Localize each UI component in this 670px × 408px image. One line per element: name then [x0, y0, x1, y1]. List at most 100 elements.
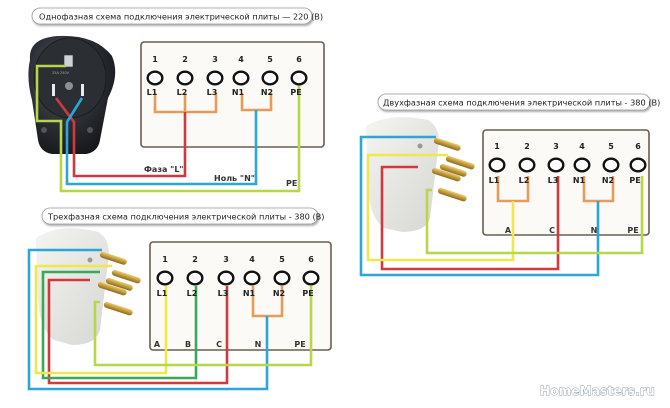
terminal-l1: 1L1: [146, 55, 164, 97]
wire-neutral: [359, 135, 600, 277]
terminal-label: N2: [261, 88, 273, 97]
terminal-block-box: [140, 41, 325, 148]
phase-label-n: N: [255, 340, 262, 349]
terminal-number: 6: [296, 55, 302, 64]
diagram-two-phase: Двухфазная схема подключения электрическ…: [359, 93, 660, 277]
plug-pin: [445, 155, 475, 170]
wire-label-phase: Фаза "L": [144, 165, 184, 174]
terminal-pe: 6PE: [290, 55, 308, 97]
terminal-n1: 4N1: [243, 255, 261, 298]
terminal-ring: [547, 157, 565, 173]
terminal-pe: 6PE: [302, 255, 320, 298]
terminal-number: 3: [212, 55, 218, 64]
terminal-number: 4: [579, 142, 585, 151]
terminal-label: L3: [207, 88, 218, 97]
terminal-label: PE: [302, 289, 313, 298]
terminal-label: N2: [273, 289, 285, 298]
title-pill: Двухфазная схема подключения электрическ…: [377, 93, 660, 111]
white-plug-image: [366, 117, 475, 232]
terminal-label: L2: [519, 176, 530, 185]
plug-pin: [97, 281, 127, 296]
terminal-ring: [186, 270, 204, 286]
terminal-number: 6: [308, 255, 314, 264]
terminals: 1L1 2L2 3L3 4N1 5N2 6PE: [488, 142, 647, 185]
terminal-n2: 5N2: [261, 55, 279, 97]
plug-pin: [433, 137, 461, 151]
terminal-ring: [488, 157, 506, 173]
terminal-l3: 3L3: [206, 55, 224, 97]
phase-label-b: B: [185, 340, 191, 349]
plug-pin: [105, 277, 133, 291]
wire-label-neutral: Ноль "N": [214, 174, 255, 183]
terminal-label: L1: [157, 289, 168, 298]
terminal-ring: [290, 70, 308, 86]
wire-neutral: [65, 97, 258, 186]
terminal-ring: [602, 157, 620, 173]
terminal-number: 4: [238, 55, 244, 64]
terminal-l1: 1L1: [488, 142, 506, 185]
diagram-three-phase: Трехфазная схема подключения электрическ…: [27, 207, 332, 391]
terminal-ring: [518, 157, 536, 173]
wires: [35, 64, 301, 193]
wires: [359, 135, 644, 277]
plug-pin: [99, 251, 127, 265]
terminal-ring: [273, 270, 291, 286]
terminal-label: N1: [573, 176, 586, 185]
terminal-number: 4: [249, 255, 255, 264]
terminal-number: 5: [608, 142, 614, 151]
plug-pin: [439, 163, 467, 177]
terminal-number: 2: [524, 142, 530, 151]
terminal-ring: [146, 70, 164, 86]
title-pill: Трехфазная схема подключения электрическ…: [41, 207, 325, 225]
terminal-ring: [217, 270, 235, 286]
diagram-title: Двухфазная схема подключения электрическ…: [383, 98, 660, 108]
phase-label-pe: PE: [294, 340, 305, 349]
diagram-title: Трехфазная схема подключения электрическ…: [47, 212, 325, 222]
terminal-ring: [573, 157, 591, 173]
terminal-ring: [302, 270, 320, 286]
terminal-l3: 3L3: [547, 142, 565, 185]
terminal-number: 3: [223, 255, 229, 264]
wire-ground: [35, 64, 301, 193]
plug-pin: [437, 187, 467, 202]
wires: [27, 248, 313, 391]
terminal-number: 1: [162, 255, 168, 264]
svg-text:25A 250V: 25A 250V: [52, 71, 70, 75]
black-socket-image: 25A 250V: [28, 35, 116, 155]
wire-phase-c: [380, 165, 560, 271]
phase-label-c: C: [216, 340, 222, 349]
terminal-ring: [243, 270, 261, 286]
terminal-label: N1: [243, 289, 256, 298]
terminal-ring: [176, 70, 194, 86]
terminal-l2: 2L2: [186, 255, 204, 298]
terminal-l3: 3L3: [217, 255, 235, 298]
plug-pin: [431, 167, 461, 182]
wire-ground: [93, 286, 313, 367]
terminal-number: 3: [553, 142, 559, 151]
terminal-ring: [206, 70, 224, 86]
terminal-l2: 2L2: [518, 142, 536, 185]
terminal-ring: [232, 70, 250, 86]
terminal-number: 2: [182, 55, 188, 64]
white-plug-image: [36, 228, 141, 345]
terminal-number: 2: [192, 255, 198, 264]
terminal-label: L2: [187, 289, 198, 298]
terminal-label: PE: [290, 88, 301, 97]
terminal-number: 5: [267, 55, 273, 64]
watermark-logo: HomeMasters.ru: [540, 384, 655, 398]
phase-label-pe: PE: [627, 226, 638, 235]
terminal-label: L3: [218, 289, 229, 298]
wire-phase-a: [34, 264, 168, 375]
terminal-pe: 6PE: [629, 142, 647, 185]
terminal-label: N2: [602, 176, 614, 185]
terminal-label: L1: [489, 176, 500, 185]
terminal-label: PE: [629, 176, 640, 185]
phase-label-a: A: [154, 340, 161, 349]
terminal-n1: 4N1: [232, 55, 250, 97]
terminal-ring: [261, 70, 279, 86]
wire-phase-b: [41, 270, 198, 380]
diagram-title: Однофазная схема подключения электрическ…: [39, 12, 323, 22]
